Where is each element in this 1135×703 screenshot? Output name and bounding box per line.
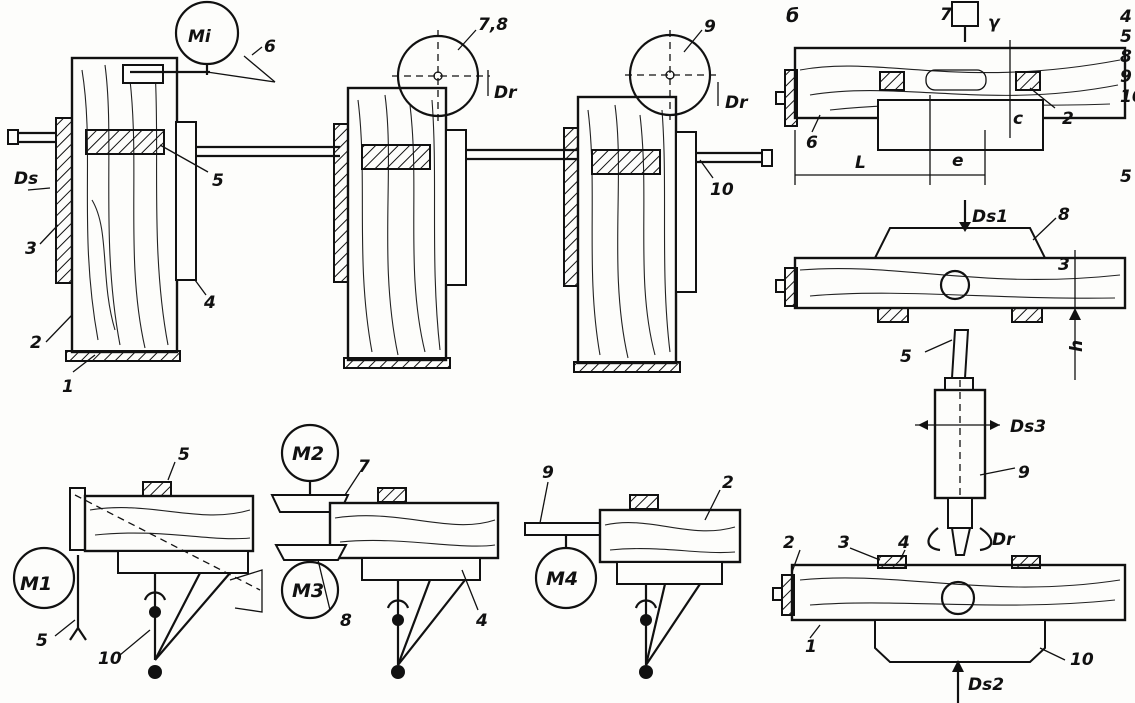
right-mid-detail (775, 200, 1127, 380)
part-num-4b: 4 (897, 533, 910, 553)
part-num-10: 10 (710, 180, 734, 200)
part-num-4: 4 (203, 293, 216, 313)
part-num-5b: 5 (900, 347, 912, 367)
part-num-5: 5 (212, 171, 224, 191)
dim-label-c: c (1013, 109, 1023, 129)
part-num-r-2: 3 (1058, 255, 1070, 275)
leader-lines (27, 29, 1066, 661)
motor-label-m1: M1 (20, 573, 52, 595)
feed-label-ds3: Ds3 (1010, 417, 1046, 437)
part-num-2b: 2 (783, 533, 795, 553)
part-num-bm-7: 7 (358, 457, 370, 477)
right-spindle (915, 329, 1000, 556)
dim-label-e: e (952, 151, 964, 171)
part-num-br-9: 9 (542, 463, 554, 483)
labels: б Mi M1 M2 M3 M4 Ds Dr Dr Ds1 Ds2 Ds3 Dr… (14, 5, 1135, 695)
top-row-block-2 (333, 30, 585, 369)
part-num-6b: 6 (806, 133, 818, 153)
bottom-left-assembly (12, 481, 263, 679)
feed-label-ds: Ds (14, 169, 38, 189)
log-block (70, 56, 179, 354)
part-num-10b: 10 (1070, 650, 1094, 670)
dim-label-h: h (1067, 340, 1087, 352)
part-num-bl-10: 10 (98, 649, 122, 669)
part-num-bl-5b: 5 (36, 631, 48, 651)
feed-label-dr-1: Dr (494, 83, 518, 103)
top-row-block-1 (7, 0, 340, 362)
part-num-3b: 3 (838, 533, 850, 553)
part-num-1: 1 (62, 377, 74, 397)
part-num-bm-4: 4 (475, 611, 488, 631)
motor-label-m2: M2 (292, 443, 324, 465)
part-num-r-5: 8 (1120, 47, 1132, 67)
part-num-r-9: 10 (1120, 87, 1135, 107)
part-num-6: 6 (264, 37, 276, 57)
part-num-1b: 1 (805, 637, 817, 657)
part-num-7-8: 7,8 (478, 15, 508, 35)
part-num-r-8: 9 (1120, 67, 1132, 87)
part-num-9b: 9 (1018, 463, 1030, 483)
clamp-bar (55, 117, 73, 284)
feed-label-ds2: Ds2 (968, 675, 1004, 695)
top-row-block-3 (563, 30, 773, 373)
bottom-right-assembly (524, 494, 742, 679)
dim-label-gamma: γ (988, 13, 1001, 33)
right-top-detail (775, 1, 1127, 185)
sheet-label: б (786, 5, 799, 27)
part-num-2: 2 (30, 333, 42, 353)
right-bottom-detail (772, 555, 1127, 703)
motor-m3 (280, 560, 340, 620)
part-num-9: 9 (704, 17, 716, 37)
dim-label-l: L (855, 153, 866, 173)
part-num-br-2: 2 (722, 473, 734, 493)
part-num-r-4: 5 (1120, 27, 1132, 47)
feed-label-dr-3: Dr (992, 530, 1016, 550)
motor-label-mi: Mi (188, 27, 212, 47)
part-num-3: 3 (25, 239, 37, 259)
feed-label-ds1: Ds1 (972, 207, 1008, 227)
part-num-7b: 7 (940, 5, 952, 25)
motor-label-m4: M4 (546, 568, 578, 590)
part-num-bl-5: 5 (178, 445, 190, 465)
bottom-middle-assembly (270, 423, 500, 679)
motor-label-m3: M3 (292, 580, 324, 602)
part-num-bm-8: 8 (340, 611, 352, 631)
part-num-r-10: 5 (1120, 167, 1132, 187)
part-num-3c: 2 (1062, 109, 1074, 129)
part-num-r-3: 4 (1119, 7, 1132, 27)
part-num-8b: 8 (1058, 205, 1070, 225)
feed-label-dr-2: Dr (725, 93, 749, 113)
motor-m1 (12, 546, 76, 610)
